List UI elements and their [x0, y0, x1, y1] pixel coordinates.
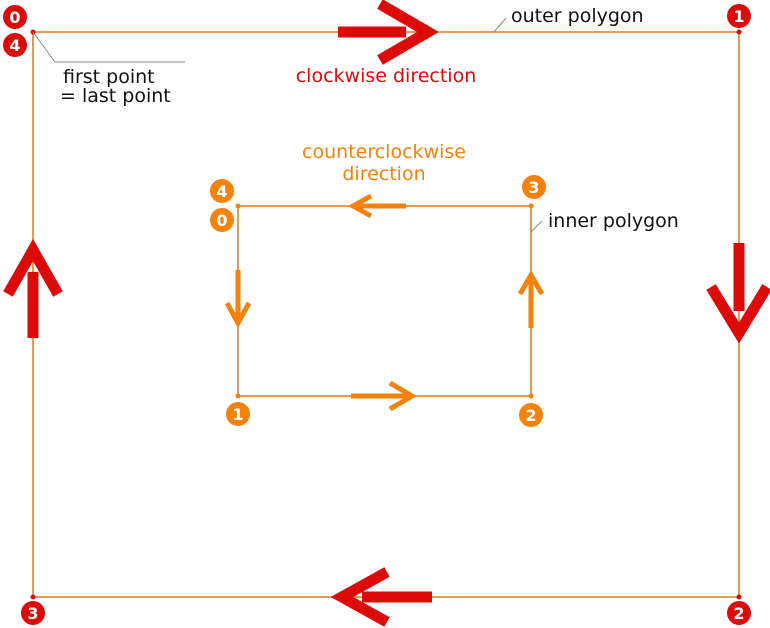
- inner-point-label: 2: [525, 406, 536, 425]
- arrow-up-icon-head: [517, 270, 545, 296]
- outer-point-marker: 2: [727, 601, 751, 625]
- arrow-down-icon: [733, 243, 745, 311]
- inner-vertex-dot: [528, 393, 534, 399]
- inner-point-label: 0: [216, 211, 227, 230]
- inner-arrow-bottom: [351, 380, 417, 412]
- arrow-up-icon: [27, 272, 39, 338]
- inner-vertex-dot: [235, 203, 241, 209]
- outer-arrow-bottom: [330, 567, 432, 627]
- inner-point-label: 1: [232, 405, 243, 424]
- inner-direction-label-line1: counterclockwise: [302, 141, 466, 163]
- outer-point-marker: 4: [3, 33, 27, 57]
- arrow-up-icon-head: [3, 238, 63, 297]
- arrow-down-icon: [235, 270, 241, 318]
- outer-point-label: 4: [9, 36, 20, 55]
- inner-direction-label-line2: direction: [342, 163, 425, 185]
- outer-polygon-label: outer polygon: [511, 5, 644, 27]
- inner-arrow-top: [347, 193, 406, 219]
- inner-vertex-dot: [235, 393, 241, 399]
- inner-point-label: 3: [528, 178, 539, 197]
- outer-polygon: [32, 31, 740, 598]
- last-point-label: = last point: [60, 85, 171, 107]
- outer-point-marker: 3: [21, 601, 45, 625]
- outer-point-label: 2: [733, 604, 744, 623]
- outer-point-marker: 1: [727, 4, 751, 28]
- outer-arrow-right: [706, 243, 770, 344]
- inner-arrow-right: [517, 270, 545, 328]
- outer-point-marker: 0: [3, 5, 27, 29]
- outer-point-label: 1: [733, 7, 744, 26]
- outer-vertex-dot: [736, 594, 742, 600]
- inner-polygon-leader: [530, 220, 543, 233]
- arrow-down-icon-head: [706, 284, 770, 344]
- outer-point-label: 3: [27, 604, 38, 623]
- arrow-left-icon-head: [330, 567, 390, 627]
- outer-polygon-leader: [493, 17, 507, 33]
- outer-arrow-left: [3, 238, 63, 338]
- inner-point-marker: 1: [226, 402, 250, 426]
- inner-polygon: [237, 205, 532, 397]
- inner-point-marker: 4: [210, 179, 234, 203]
- outer-direction-label: clockwise direction: [296, 65, 477, 87]
- arrow-left-icon: [362, 591, 432, 603]
- inner-point-marker: 0: [210, 208, 234, 232]
- inner-vertex-dot: [528, 203, 534, 209]
- outer-point-label: 0: [9, 8, 20, 27]
- outer-vertex-dot: [30, 594, 36, 600]
- arrow-right-icon-head: [377, 0, 439, 65]
- inner-point-marker: 3: [522, 175, 546, 199]
- arrow-right-icon-head: [388, 380, 417, 412]
- arrow-left-icon: [360, 203, 406, 209]
- inner-point-label: 4: [216, 182, 227, 201]
- outer-arrow-top: [338, 0, 439, 65]
- inner-arrow-left: [224, 270, 252, 329]
- arrow-right-icon: [338, 26, 406, 38]
- first-point-label: first point: [63, 66, 155, 88]
- arrow-right-icon: [351, 393, 406, 399]
- arrow-up-icon: [528, 280, 534, 328]
- arrow-left-icon-head: [347, 193, 373, 219]
- outer-vertex-dot: [736, 29, 742, 35]
- inner-polygon-label: inner polygon: [548, 210, 679, 232]
- arrow-down-icon-head: [224, 301, 252, 329]
- first-point-leader: [32, 31, 185, 63]
- inner-point-marker: 2: [519, 403, 543, 427]
